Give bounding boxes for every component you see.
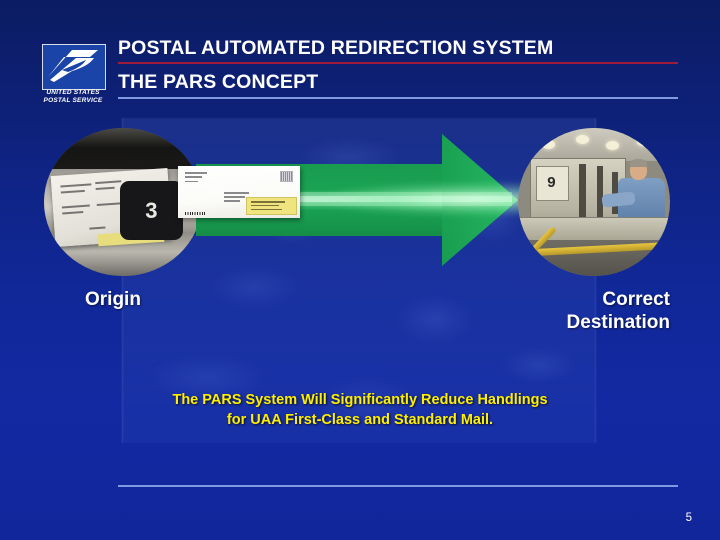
usps-logo-line2: POSTAL SERVICE [43, 97, 103, 104]
usps-logo-line1: UNITED STATES [46, 89, 100, 96]
callout-text: The PARS System Will Significantly Reduc… [110, 390, 610, 430]
origin-photo: 3 [44, 128, 202, 276]
destination-caption: Correct Destination [470, 288, 670, 334]
photo-dark-band [44, 128, 202, 173]
destination-photo: 9 [518, 128, 670, 276]
page-title: POSTAL AUTOMATED REDIRECTION SYSTEM [118, 37, 554, 59]
page-number: 5 [685, 512, 692, 524]
postal-clerk-photo: 9 [518, 128, 670, 276]
destination-caption-line1: Correct [602, 289, 670, 310]
machine-number-label: 9 [547, 174, 556, 192]
bin-number-label: 3 [145, 197, 158, 223]
machine-panel [536, 166, 569, 202]
mail-tray-photo: 3 [44, 128, 202, 276]
sorting-bin: 3 [119, 181, 184, 241]
stamp-icon [280, 171, 293, 182]
page-subtitle: THE PARS CONCEPT [118, 71, 319, 93]
subtitle-underline-blue [118, 97, 678, 99]
forwarding-label [246, 197, 298, 215]
usps-eagle-glyph [48, 50, 98, 82]
title-block: POSTAL AUTOMATED REDIRECTION SYSTEM THE … [118, 36, 678, 99]
callout-line2: for UAA First-Class and Standard Mail. [226, 412, 494, 428]
callout-line1: The PARS System Will Significantly Reduc… [172, 392, 548, 408]
title-underline-red [118, 62, 678, 64]
worker-hair [630, 159, 648, 168]
barcode-icon [185, 212, 205, 215]
destination-caption-line2: Destination [566, 312, 670, 333]
footer-divider [118, 485, 678, 487]
usps-logo: UNITED STATES POSTAL SERVICE [38, 44, 108, 104]
envelope-icon [178, 166, 300, 218]
origin-caption: Origin [85, 289, 141, 310]
slide-header: UNITED STATES POSTAL SERVICE POSTAL AUTO… [0, 0, 720, 112]
